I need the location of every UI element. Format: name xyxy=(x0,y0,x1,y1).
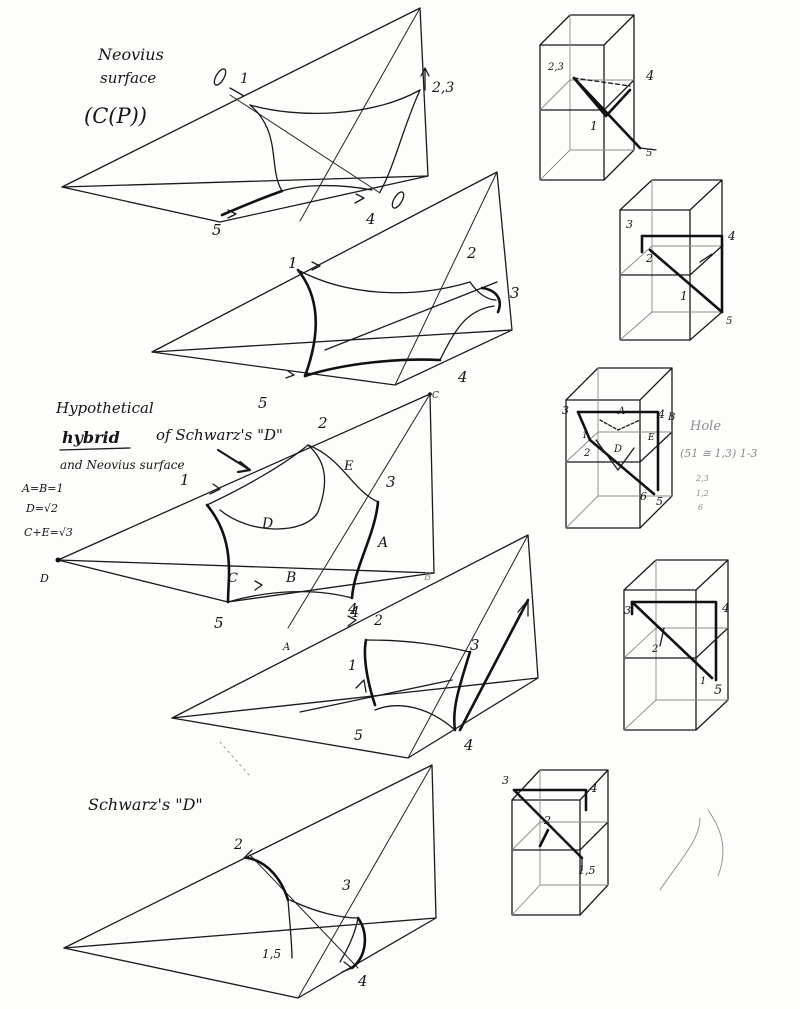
label: 2 xyxy=(543,814,551,827)
label: A xyxy=(282,642,290,653)
panel-4: 1 2 3 4 4 5 xyxy=(171,534,539,759)
side-note-line-1: Hole xyxy=(689,419,721,434)
label: 4 xyxy=(721,601,730,615)
label: 5 xyxy=(214,614,224,632)
label: 6 xyxy=(640,490,647,503)
box-1: 2,3 4 1 5 xyxy=(539,14,657,181)
label: 1,5 xyxy=(578,864,596,877)
label: 4 xyxy=(589,781,598,795)
side-note-line-3: 2,3 xyxy=(695,474,709,483)
stray-mark xyxy=(659,817,701,891)
label: 5 xyxy=(726,316,732,327)
label: C xyxy=(228,571,238,586)
neovius-title-line-3: (C(P)) xyxy=(84,104,147,128)
label: 3 xyxy=(626,218,633,231)
label: 4 xyxy=(657,408,665,421)
label: 5 xyxy=(656,495,663,508)
hybrid-title-line-1: Hypothetical xyxy=(55,399,154,417)
panel-neovius: Neovius surface (C(P)) 1 2,3 4 5 xyxy=(61,7,454,239)
label: 3 xyxy=(470,636,480,654)
hybrid-title-line-2: hybrid xyxy=(62,428,120,447)
label: 4 xyxy=(457,368,468,386)
label: 4 xyxy=(365,210,376,228)
label: D xyxy=(613,444,622,455)
label: 3 xyxy=(502,774,509,787)
side-note-line-2: (51 ≅ 1,3) 1-3 xyxy=(680,447,758,460)
box-2: 3 4 2 1 5 xyxy=(619,179,736,341)
label: 1 xyxy=(348,658,357,674)
label: 1 xyxy=(680,289,688,303)
panel-2: 1 2 3 4 5 xyxy=(151,171,520,412)
label: 1 xyxy=(288,254,298,272)
box-3: 3 4 1 2 5 6 A B D E Hole (51 ≅ 1,3) 1-3 … xyxy=(562,367,758,529)
label: 1 xyxy=(240,71,249,87)
legend-line-2: D=√2 xyxy=(25,502,58,515)
label: 2 xyxy=(373,613,383,629)
label: 2 xyxy=(583,448,590,459)
label: A xyxy=(617,406,625,417)
label: 3 xyxy=(562,404,569,417)
stray-mark xyxy=(219,741,251,777)
legend-line-1: A=B=1 xyxy=(21,482,63,495)
schwarz-title: Schwarz's "D" xyxy=(88,795,203,814)
label: 2 xyxy=(233,837,243,853)
hybrid-title-line-4: and Neovius surface xyxy=(60,458,185,472)
label: 2,3 xyxy=(431,80,454,96)
label: 2 xyxy=(317,414,328,432)
label: B xyxy=(423,572,431,583)
box-5: 3 4 2 1,5 xyxy=(502,769,609,916)
label: C xyxy=(432,391,439,401)
label: 5 xyxy=(212,221,222,239)
label: 5 xyxy=(258,394,268,412)
hybrid-title-line-3: of Schwarz's "D" xyxy=(156,426,283,444)
label: 3 xyxy=(624,604,631,617)
label: 2 xyxy=(466,244,477,262)
label: 3 xyxy=(510,284,520,302)
side-note-line-5: 6 xyxy=(698,503,703,512)
label: 1 xyxy=(582,431,588,441)
label: 2,3 xyxy=(547,62,564,73)
label: 4 xyxy=(727,229,736,243)
label: 2 xyxy=(645,252,653,265)
label: 4 xyxy=(357,972,368,990)
label: 1,5 xyxy=(262,947,281,961)
label: 4 xyxy=(349,603,360,621)
label: 1 xyxy=(180,471,190,489)
label: 3 xyxy=(342,878,351,894)
label: 5 xyxy=(714,683,722,698)
label: B xyxy=(667,412,675,423)
panel-hybrid: Hypothetical hybrid of Schwarz's "D" and… xyxy=(21,391,439,653)
label: D xyxy=(261,516,273,532)
neovius-title-line-1: Neovius xyxy=(97,45,164,64)
label: 5 xyxy=(354,728,363,744)
stray-mark xyxy=(707,809,724,877)
panel-schwarz-d: Schwarz's "D" 2 3 4 1,5 xyxy=(63,764,437,999)
label: E xyxy=(343,459,354,474)
label: D xyxy=(39,572,49,585)
label: 4 xyxy=(645,69,654,84)
label: 4 xyxy=(347,600,358,618)
label: 1 xyxy=(700,676,706,687)
label: 2 xyxy=(651,644,658,655)
neovius-title-line-2: surface xyxy=(100,69,156,87)
label: B xyxy=(285,570,296,586)
box-4: 3 4 2 1 5 xyxy=(623,559,730,731)
label: 3 xyxy=(386,473,396,491)
label: 4 xyxy=(463,736,474,754)
label: 5 xyxy=(646,148,652,159)
label: 1 xyxy=(590,119,598,133)
label: A xyxy=(376,535,388,551)
legend-line-3: C+E=√3 xyxy=(24,526,73,539)
label: E xyxy=(647,433,655,443)
side-note-line-4: 1,2 xyxy=(696,489,709,498)
